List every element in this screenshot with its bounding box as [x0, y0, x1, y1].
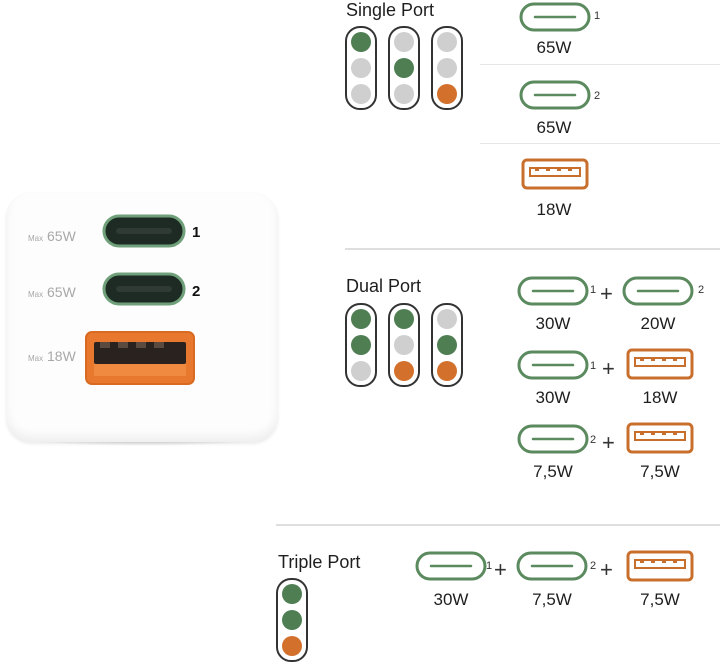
dual-row-3-left-wattage: 7,5W	[533, 462, 573, 481]
charger-usb-c-port-2	[102, 272, 186, 306]
plus-sign: +	[600, 281, 613, 306]
charger-port-2-number: 2	[192, 283, 201, 300]
dual-row-2-right-wattage: 18W	[642, 388, 678, 407]
triple-item-2-wattage: 7,5W	[532, 590, 572, 609]
single-port-indicators	[345, 26, 465, 117]
triple-item-1-port-number: 1	[486, 560, 493, 572]
usb-c-icon	[517, 424, 589, 454]
section-divider	[276, 524, 720, 526]
dual-row-2-left-wattage: 30W	[535, 388, 571, 407]
single-port-title: Single Port	[346, 0, 435, 20]
section-divider	[345, 248, 720, 250]
single-indicator-3	[431, 26, 463, 110]
divider	[480, 64, 720, 65]
charger-port-1-max-label: Max 65W	[28, 228, 76, 244]
dual-port-indicators	[345, 303, 465, 394]
usb-a-icon	[521, 158, 589, 190]
usb-c-icon	[519, 80, 591, 110]
usb-a-icon	[626, 550, 694, 582]
dual-indicator-1	[345, 303, 377, 387]
charger-port-1-number: 1	[192, 224, 201, 241]
dual-row-1-right-port-number: 2	[698, 284, 705, 296]
charger-port-usb-a-max-label: Max 18W	[28, 348, 76, 364]
plus-sign: +	[494, 557, 507, 582]
charger-port-2-max-label: Max 65W	[28, 284, 76, 300]
dual-row-1-right-wattage: 20W	[640, 314, 676, 333]
single-option-1-port-number: 1	[594, 10, 601, 22]
usb-c-icon	[415, 551, 487, 581]
single-indicator-2	[388, 26, 420, 110]
usb-c-icon	[517, 350, 589, 380]
usb-c-icon	[519, 2, 591, 32]
dual-indicator-2	[388, 303, 420, 387]
usb-c-icon	[622, 276, 694, 306]
triple-indicator	[276, 578, 308, 662]
divider	[480, 143, 720, 144]
plus-sign: +	[600, 557, 613, 582]
dual-indicator-3	[431, 303, 463, 387]
usb-c-icon	[516, 551, 588, 581]
triple-item-2-port-number: 2	[590, 560, 597, 572]
plus-sign: +	[602, 356, 615, 381]
dual-port-title: Dual Port	[346, 276, 422, 296]
triple-port-title: Triple Port	[278, 552, 361, 572]
single-option-1-wattage: 65W	[536, 38, 572, 57]
dual-row-1-left-wattage: 30W	[535, 314, 571, 333]
single-indicator-1	[345, 26, 377, 110]
dual-row-2-left-port-number: 1	[590, 360, 597, 372]
triple-item-3-wattage: 7,5W	[640, 590, 680, 609]
triple-item-1-wattage: 30W	[433, 590, 469, 609]
usb-c-icon	[517, 276, 589, 306]
charger-usb-c-port-1	[102, 214, 186, 248]
single-option-2-port-number: 2	[594, 90, 601, 102]
usb-a-icon	[626, 348, 694, 380]
dual-row-3-left-port-number: 2	[590, 434, 597, 446]
plus-sign: +	[602, 430, 615, 455]
single-option-2-wattage: 65W	[536, 118, 572, 137]
usb-a-icon	[626, 422, 694, 454]
charger-usb-a-port	[85, 331, 195, 385]
dual-row-1-left-port-number: 1	[590, 284, 597, 296]
single-option-3-wattage: 18W	[536, 200, 572, 219]
dual-row-3-right-wattage: 7,5W	[640, 462, 680, 481]
